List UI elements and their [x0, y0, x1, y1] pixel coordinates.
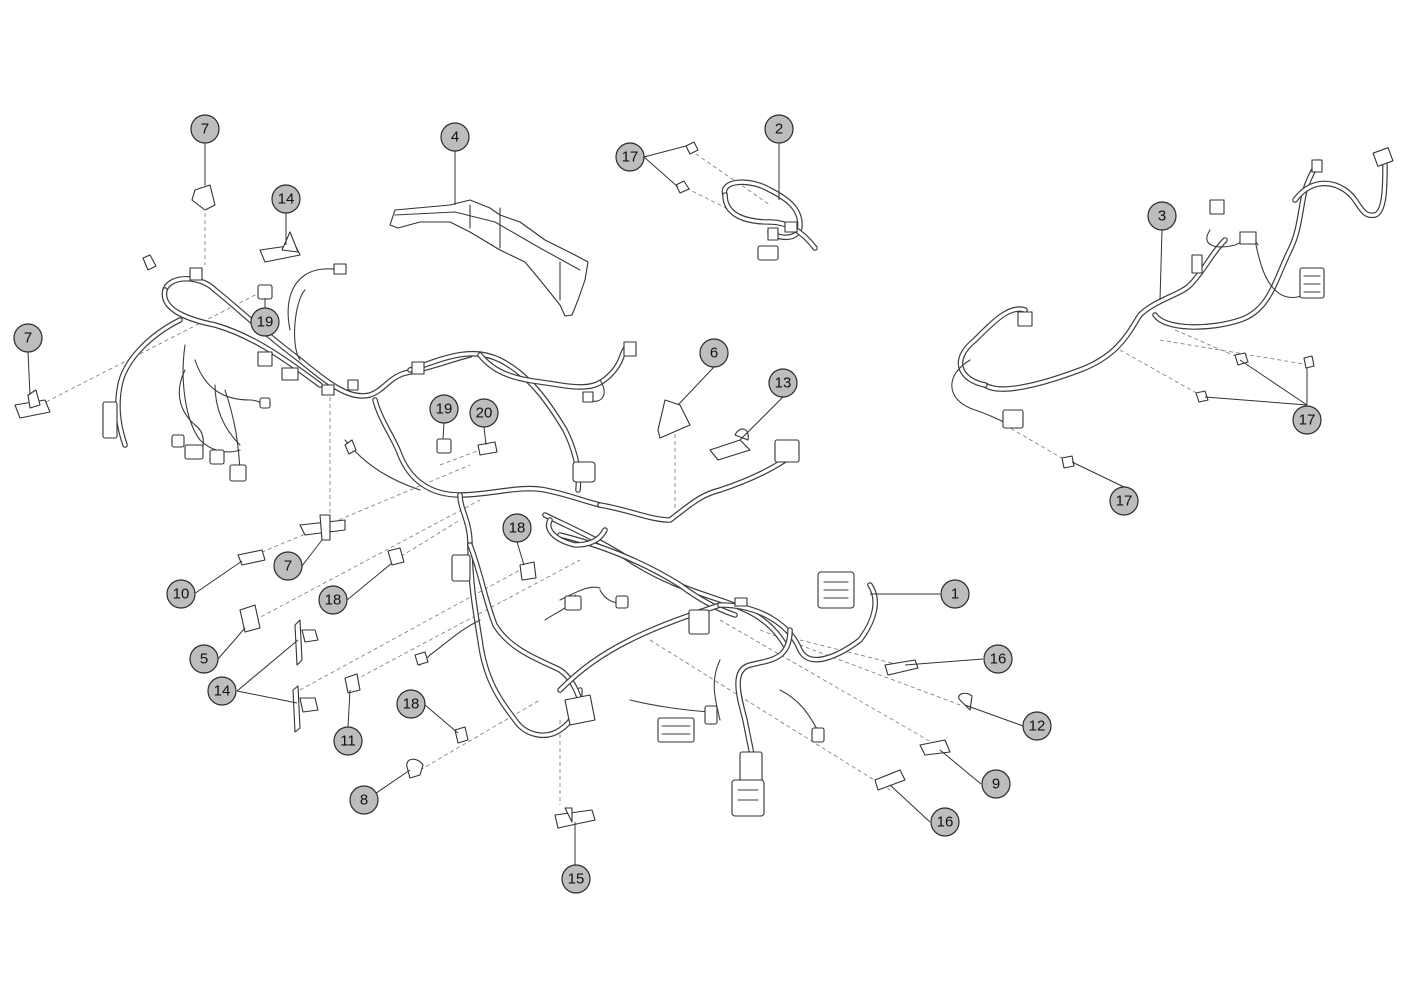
svg-text:2: 2	[775, 121, 783, 138]
clip-13	[709, 439, 751, 461]
callout-15: 15	[561, 864, 591, 894]
svg-text:18: 18	[325, 592, 342, 609]
clip-10	[919, 739, 951, 756]
svg-text:8: 8	[360, 792, 368, 809]
callout-leaders	[27, 143, 1308, 865]
clip-15	[554, 809, 596, 829]
svg-text:7: 7	[284, 558, 292, 575]
callout-2: 2	[764, 114, 794, 144]
clip-14-a	[294, 619, 303, 666]
callout-19-top: 19	[250, 307, 280, 337]
clip-11	[344, 673, 361, 694]
svg-text:17: 17	[1299, 412, 1316, 429]
callout-1: 1	[940, 579, 970, 609]
callout-3: 3	[1147, 201, 1177, 231]
svg-text:14: 14	[278, 191, 295, 208]
callout-5: 5	[189, 644, 219, 674]
svg-text:13: 13	[775, 375, 792, 392]
svg-text:7: 7	[24, 330, 32, 347]
loose-fasteners	[14, 184, 973, 829]
svg-text:20: 20	[476, 405, 493, 422]
svg-text:19: 19	[257, 314, 274, 331]
callout-17-right: 17	[1292, 405, 1322, 435]
callout-13: 13	[768, 368, 798, 398]
clip-5	[239, 604, 261, 633]
callout-17-lower-right: 17	[1109, 486, 1139, 516]
svg-text:3: 3	[1158, 208, 1166, 225]
callout-7-middle: 7	[273, 551, 303, 581]
svg-text:9: 9	[992, 776, 1000, 793]
callout-8: 8	[349, 785, 379, 815]
callout-14-lower: 14	[207, 676, 237, 706]
clip-6	[657, 399, 691, 439]
clip-7-top	[191, 184, 216, 211]
svg-text:10: 10	[173, 586, 190, 603]
clip-19-top	[257, 284, 273, 300]
callout-4: 4	[440, 122, 470, 152]
harness-part-3	[951, 147, 1394, 469]
callout-7-left: 7	[13, 323, 43, 353]
svg-text:16: 16	[937, 814, 954, 831]
callout-10: 9	[981, 769, 1011, 799]
callout-16-lower: 16	[930, 807, 960, 837]
svg-text:12: 12	[1029, 718, 1046, 735]
assembly-guide-lines	[39, 149, 1311, 805]
harness-part-2	[675, 141, 818, 261]
harness-part-1-main	[102, 254, 878, 817]
callout-9: 10	[166, 579, 196, 609]
clip-18-center	[519, 561, 537, 581]
svg-text:14: 14	[214, 683, 231, 700]
clip-18-lower	[454, 726, 469, 744]
svg-text:1: 1	[951, 586, 959, 603]
clip-9	[237, 549, 266, 566]
clip-16-upper	[884, 659, 919, 676]
callout-18-lower: 18	[396, 689, 426, 719]
svg-text:18: 18	[403, 696, 420, 713]
svg-text:16: 16	[990, 651, 1007, 668]
callout-6: 6	[699, 338, 729, 368]
callout-16-upper: 16	[983, 644, 1013, 674]
svg-text:17: 17	[622, 149, 639, 166]
svg-text:17: 17	[1116, 493, 1133, 510]
callout-18-center: 18	[502, 513, 532, 543]
callout-11: 11	[333, 726, 363, 756]
clip-18-left	[387, 547, 405, 566]
svg-text:5: 5	[200, 651, 208, 668]
clip-8	[406, 758, 424, 779]
callout-12: 12	[1022, 711, 1052, 741]
callout-19-center: 19	[429, 394, 459, 424]
svg-text:18: 18	[509, 520, 526, 537]
svg-text:19: 19	[436, 401, 453, 418]
svg-text:4: 4	[451, 129, 459, 146]
callout-17-top: 17	[615, 142, 645, 172]
clip-14-b	[292, 685, 301, 733]
callout-20: 20	[469, 398, 499, 428]
callout-labels: 7 14 19 7 4 17 2 3 17 17 6 13 19 20 18 1…	[13, 114, 1322, 894]
svg-text:15: 15	[568, 871, 585, 888]
cover-part-4	[389, 199, 589, 317]
svg-text:6: 6	[710, 345, 718, 362]
callout-18-left: 18	[318, 585, 348, 615]
svg-text:7: 7	[201, 121, 209, 138]
clip-16-lower	[874, 769, 906, 791]
callout-7-top: 7	[190, 114, 220, 144]
clip-20	[477, 441, 498, 456]
clip-12	[958, 692, 973, 711]
callout-14-top: 14	[271, 184, 301, 214]
clip-19-center	[436, 438, 452, 454]
svg-text:11: 11	[340, 733, 356, 750]
